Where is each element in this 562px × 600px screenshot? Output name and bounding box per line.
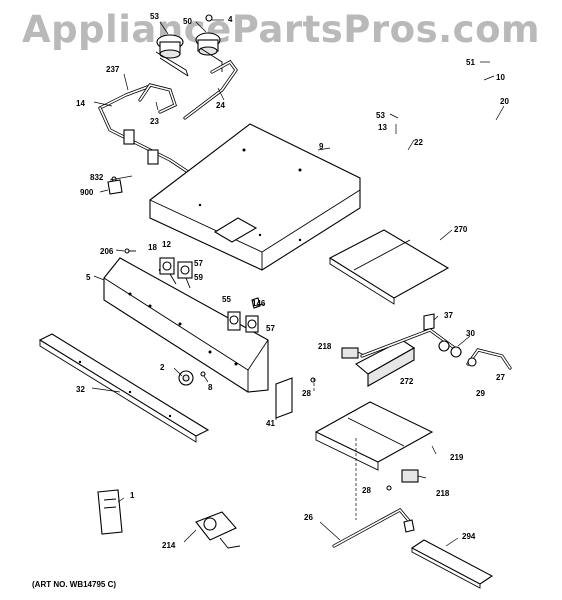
- art-number: (ART NO. WB14795 C): [32, 580, 117, 589]
- burner-valve-assembly-top: [155, 14, 223, 77]
- burner-tubes-23-24: [138, 59, 238, 120]
- callout-1: 1: [130, 491, 135, 500]
- callout-22: 22: [414, 138, 423, 147]
- callout-13: 13: [378, 123, 387, 132]
- callout-214: 214: [162, 541, 176, 550]
- callout-218-lower: 218: [436, 489, 450, 498]
- manifold-panel-5: [103, 257, 269, 393]
- callout-41: 41: [266, 419, 275, 428]
- callout-24: 24: [216, 101, 225, 110]
- watermark-logo: AppliancePartsPros.com: [21, 8, 541, 51]
- broil-tray-219: [314, 401, 434, 471]
- valve-cluster-left: [159, 257, 193, 289]
- regulator-214: [195, 511, 241, 549]
- callout-37: 37: [444, 311, 453, 320]
- callout-8: 8: [208, 383, 213, 392]
- callout-219: 219: [450, 453, 464, 462]
- oven-tube-upper: [360, 328, 462, 358]
- callout-218-upper: 218: [318, 342, 332, 351]
- callout-57-right: 57: [266, 324, 275, 333]
- callout-26: 26: [304, 513, 313, 522]
- callout-9: 9: [319, 142, 324, 151]
- callout-237: 237: [106, 65, 120, 74]
- callout-2: 2: [160, 363, 165, 372]
- callouts: 53 50 4 237 14 23 24 51 10 20 53 13 22 9…: [76, 12, 509, 550]
- oven-tube-26: [332, 507, 415, 548]
- callout-5: 5: [86, 273, 91, 282]
- bracket-37: [423, 313, 435, 331]
- shield-270: [328, 229, 450, 305]
- callout-272: 272: [400, 377, 414, 386]
- callout-146: 146: [252, 299, 266, 308]
- callout-10: 10: [496, 73, 505, 82]
- callout-29: 29: [476, 389, 485, 398]
- burner-box-9: [149, 123, 361, 271]
- bracket-41: [275, 377, 293, 419]
- callout-20: 20: [500, 97, 509, 106]
- callout-4: 4: [228, 15, 233, 24]
- burner-272: [355, 339, 416, 387]
- callout-57-left: 57: [194, 259, 203, 268]
- screw-206: [124, 248, 136, 254]
- callout-12: 12: [162, 240, 171, 249]
- callout-27: 27: [496, 373, 505, 382]
- fittings-30-29-27: [438, 340, 512, 370]
- callout-53-right: 53: [376, 111, 385, 120]
- callout-900: 900: [80, 188, 94, 197]
- callout-32: 32: [76, 385, 85, 394]
- clip-8: [200, 371, 206, 377]
- knob-2: [178, 370, 194, 386]
- callout-23: 23: [150, 117, 159, 126]
- callout-53: 53: [150, 12, 159, 21]
- callout-18: 18: [148, 243, 157, 252]
- literature-1: [97, 489, 123, 535]
- callout-270: 270: [454, 225, 468, 234]
- broil-burner-294: [410, 539, 494, 589]
- callout-832: 832: [90, 173, 104, 182]
- callout-51: 51: [466, 58, 475, 67]
- valve-cluster-right: [227, 297, 261, 333]
- clip-900: [107, 176, 123, 195]
- igniter-218-lower: [401, 469, 427, 483]
- leader-lines: [91, 19, 505, 547]
- callout-206: 206: [100, 247, 114, 256]
- callout-55: 55: [222, 295, 231, 304]
- rail-32: [38, 333, 210, 443]
- callout-50: 50: [183, 17, 192, 26]
- callout-28-lower: 28: [362, 486, 371, 495]
- screw-28a: [310, 377, 316, 383]
- callout-30: 30: [466, 329, 475, 338]
- screw-28b: [386, 485, 392, 491]
- callout-59: 59: [194, 273, 203, 282]
- callout-28-upper: 28: [302, 389, 311, 398]
- callout-14: 14: [76, 99, 85, 108]
- callout-294: 294: [462, 532, 476, 541]
